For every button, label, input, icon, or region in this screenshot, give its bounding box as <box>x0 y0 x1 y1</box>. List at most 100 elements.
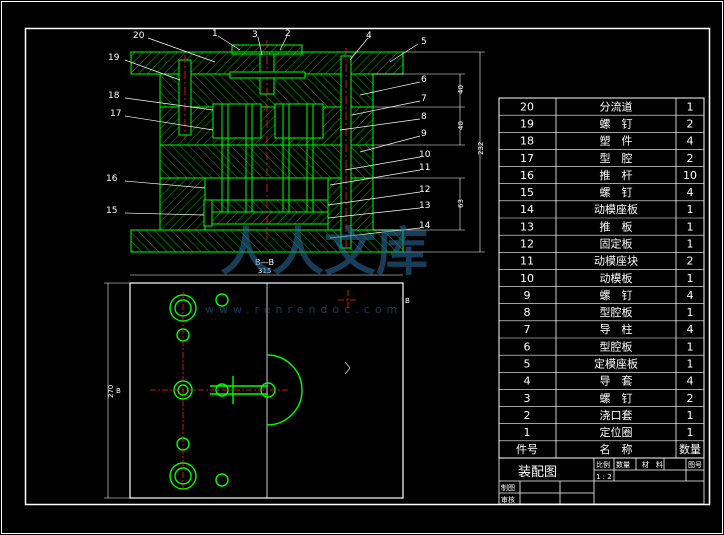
scale-value: 1 : 2 <box>596 473 612 481</box>
bom-cell-name: 型腔板 <box>600 339 633 353</box>
bom-cell-no: 5 <box>524 357 531 370</box>
bom-cell-no: 20 <box>520 100 534 113</box>
bom-cell-qty: 4 <box>687 186 694 199</box>
drawing-no-label: 图号 <box>688 461 702 469</box>
inner-frame <box>24 27 711 506</box>
bom-cell-qty: 1 <box>687 306 694 319</box>
title-block <box>498 457 705 505</box>
section-label: B—B <box>255 258 274 267</box>
bom-cell-name: 动模座块 <box>594 254 638 268</box>
bom-cell-name: 动模座板 <box>594 202 638 216</box>
bom-cell-qty: 2 <box>687 392 694 405</box>
scale-label: 比例 <box>596 460 610 469</box>
bom-cell-qty: 10 <box>683 169 697 182</box>
bom-cell-name: 推 板 <box>600 219 633 233</box>
bom-cell-no: 18 <box>520 135 534 148</box>
bom-cell-name: 固定板 <box>600 236 633 250</box>
callout-19: 19 <box>108 53 120 63</box>
bom-cell-name: 型腔板 <box>600 305 633 319</box>
material-label: 材 料 <box>642 460 663 469</box>
bom-cell-name: 推 杆 <box>600 168 633 182</box>
bom-cell-qty: 1 <box>687 100 694 113</box>
bom-cell-name: 导 柱 <box>600 322 633 336</box>
callout-4: 4 <box>366 31 372 41</box>
bom-cell-name: 动模板 <box>600 271 633 285</box>
bom-cell-qty: 1 <box>687 220 694 233</box>
callout-14: 14 <box>419 221 431 231</box>
bom-cell-qty: 4 <box>687 375 694 388</box>
bom-cell-no: 7 <box>524 323 531 336</box>
bom-cell-qty: 2 <box>687 117 694 130</box>
cavity-insert-left <box>212 103 262 139</box>
callout-16: 16 <box>106 174 118 184</box>
bom-header-no: 件号 <box>516 443 538 456</box>
bom-cell-no: 14 <box>520 203 534 216</box>
cavity-insert-right <box>274 103 324 139</box>
bom-cell-no: 15 <box>520 186 534 199</box>
callout-7: 7 <box>421 94 427 104</box>
bom-cell-no: 1 <box>524 426 531 439</box>
callout-5: 5 <box>421 37 427 47</box>
bom-cell-qty: 1 <box>687 237 694 250</box>
bom-cell-no: 9 <box>524 289 531 302</box>
callout-6: 6 <box>421 75 427 85</box>
bom-cell-no: 6 <box>524 340 531 353</box>
dim-total-height: 232 <box>477 142 485 155</box>
svg-text:人人文库: 人人文库 <box>220 223 428 283</box>
bom-cell-name: 定位圈 <box>600 425 633 439</box>
callout-17: 17 <box>110 109 121 119</box>
plan-view <box>104 274 404 499</box>
bom-cell-name: 浇口套 <box>600 409 633 422</box>
support-plate <box>159 144 374 179</box>
runner <box>229 71 306 79</box>
bom-header-qty: 数量 <box>679 443 701 456</box>
section-view <box>124 35 485 255</box>
svg-text:www.renrendoc.com: www.renrendoc.com <box>205 303 402 316</box>
bom-cell-no: 17 <box>520 152 534 165</box>
bom-cell-no: 11 <box>520 255 534 268</box>
bom-cell-no: 19 <box>520 117 534 130</box>
title-block-title: 装配图 <box>518 465 557 480</box>
bom-cell-no: 13 <box>520 220 534 233</box>
bom-cell-qty: 2 <box>687 255 694 268</box>
bom-cell-qty: 2 <box>687 152 694 165</box>
bom-cell-name: 螺 钉 <box>600 289 633 302</box>
plan-outline <box>129 282 404 499</box>
bom-header-name: 名 称 <box>600 442 633 456</box>
ejector-retainer-plate <box>204 199 329 213</box>
bom-cell-name: 导 套 <box>600 375 633 388</box>
callout-13: 13 <box>419 201 430 211</box>
core-plate <box>159 106 374 146</box>
callout-12: 12 <box>419 185 430 195</box>
bom-cell-qty: 1 <box>687 426 694 439</box>
bom-cell-no: 8 <box>524 306 531 319</box>
callout-9: 9 <box>421 129 427 139</box>
plan-mark-left: B <box>116 387 121 395</box>
dim-plan-width: 315 <box>258 267 271 275</box>
bom-cell-qty: 4 <box>687 289 694 302</box>
bom-cell-no: 16 <box>520 169 534 182</box>
count-label: 数量 <box>616 460 630 469</box>
bom-cell-name: 分流道 <box>600 99 633 113</box>
bottom-clamp-plate <box>130 229 404 253</box>
checked-label: 审核 <box>501 495 515 504</box>
bom-cell-no: 12 <box>520 237 534 250</box>
callout-2: 2 <box>285 29 291 39</box>
bom-cell-no: 4 <box>524 375 531 388</box>
dim-mid: 40 <box>457 121 465 130</box>
screw-bottom <box>203 199 213 227</box>
bom-cell-qty: 1 <box>687 357 694 370</box>
bom-cell-name: 塑 件 <box>600 134 633 148</box>
bom-cell-qty: 4 <box>687 135 694 148</box>
dim-upper: 40 <box>457 85 465 94</box>
callout-10: 10 <box>419 150 431 160</box>
callout-11: 11 <box>419 163 430 173</box>
bom-cell-name: 螺 钉 <box>600 392 633 405</box>
bom-cell-qty: 4 <box>687 323 694 336</box>
dim-plan-height: 270 <box>107 385 115 398</box>
drawn-label: 制图 <box>501 483 515 492</box>
bom-cell-no: 2 <box>524 409 531 422</box>
bom-cell-qty: 1 <box>687 409 694 422</box>
bom-cell-no: 10 <box>520 272 534 285</box>
